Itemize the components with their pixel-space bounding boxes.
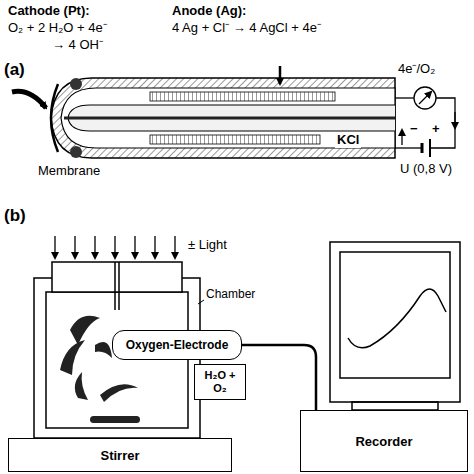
node-text: Stirrer — [100, 448, 139, 463]
medium-box: H₂O + O₂ — [194, 364, 246, 400]
label: (a) — [4, 60, 25, 80]
label: Cathode (Pt): — [8, 4, 90, 19]
electrode-housing — [51, 78, 395, 158]
label: → 4 OH⁻ — [52, 38, 103, 53]
o-ring — [70, 146, 82, 158]
label: ± Light — [188, 238, 227, 253]
label: 4 Ag + Cl⁻ → 4 AgCl + 4e⁻ — [172, 21, 321, 36]
label: (b) — [4, 206, 26, 226]
label: Anode (Ag): — [172, 4, 246, 19]
recorder-box: Recorder — [300, 410, 468, 472]
node-text: Recorder — [355, 434, 412, 449]
recorder-monitor — [330, 242, 460, 410]
light-arrows — [55, 236, 175, 258]
label: − — [410, 122, 418, 137]
silver-anode — [150, 135, 320, 144]
small-arrow — [279, 66, 282, 84]
label: Chamber — [206, 288, 255, 302]
platinum-wire — [64, 117, 395, 120]
label: O₂ + 2 H₂O + 4e⁻ — [8, 21, 107, 36]
node-text: Oxygen-Electrode — [126, 338, 229, 352]
stir-bar — [90, 416, 140, 423]
label: Membrane — [38, 164, 100, 179]
stirrer-box: Stirrer — [8, 438, 232, 472]
label: + — [432, 122, 440, 137]
node-text: H₂O + O₂ — [201, 369, 239, 394]
label: 4e⁻/O₂ — [398, 62, 435, 77]
electrode-box: Oxygen-Electrode — [112, 330, 242, 360]
oxygen-arrow — [12, 91, 46, 108]
membrane — [51, 84, 58, 152]
silver-anode — [150, 92, 335, 101]
o-ring — [70, 78, 82, 90]
label: U (0,8 V) — [400, 162, 452, 177]
circuit — [395, 87, 455, 157]
label: KCl — [335, 133, 361, 148]
cable — [242, 345, 316, 410]
leader-line — [198, 300, 204, 304]
